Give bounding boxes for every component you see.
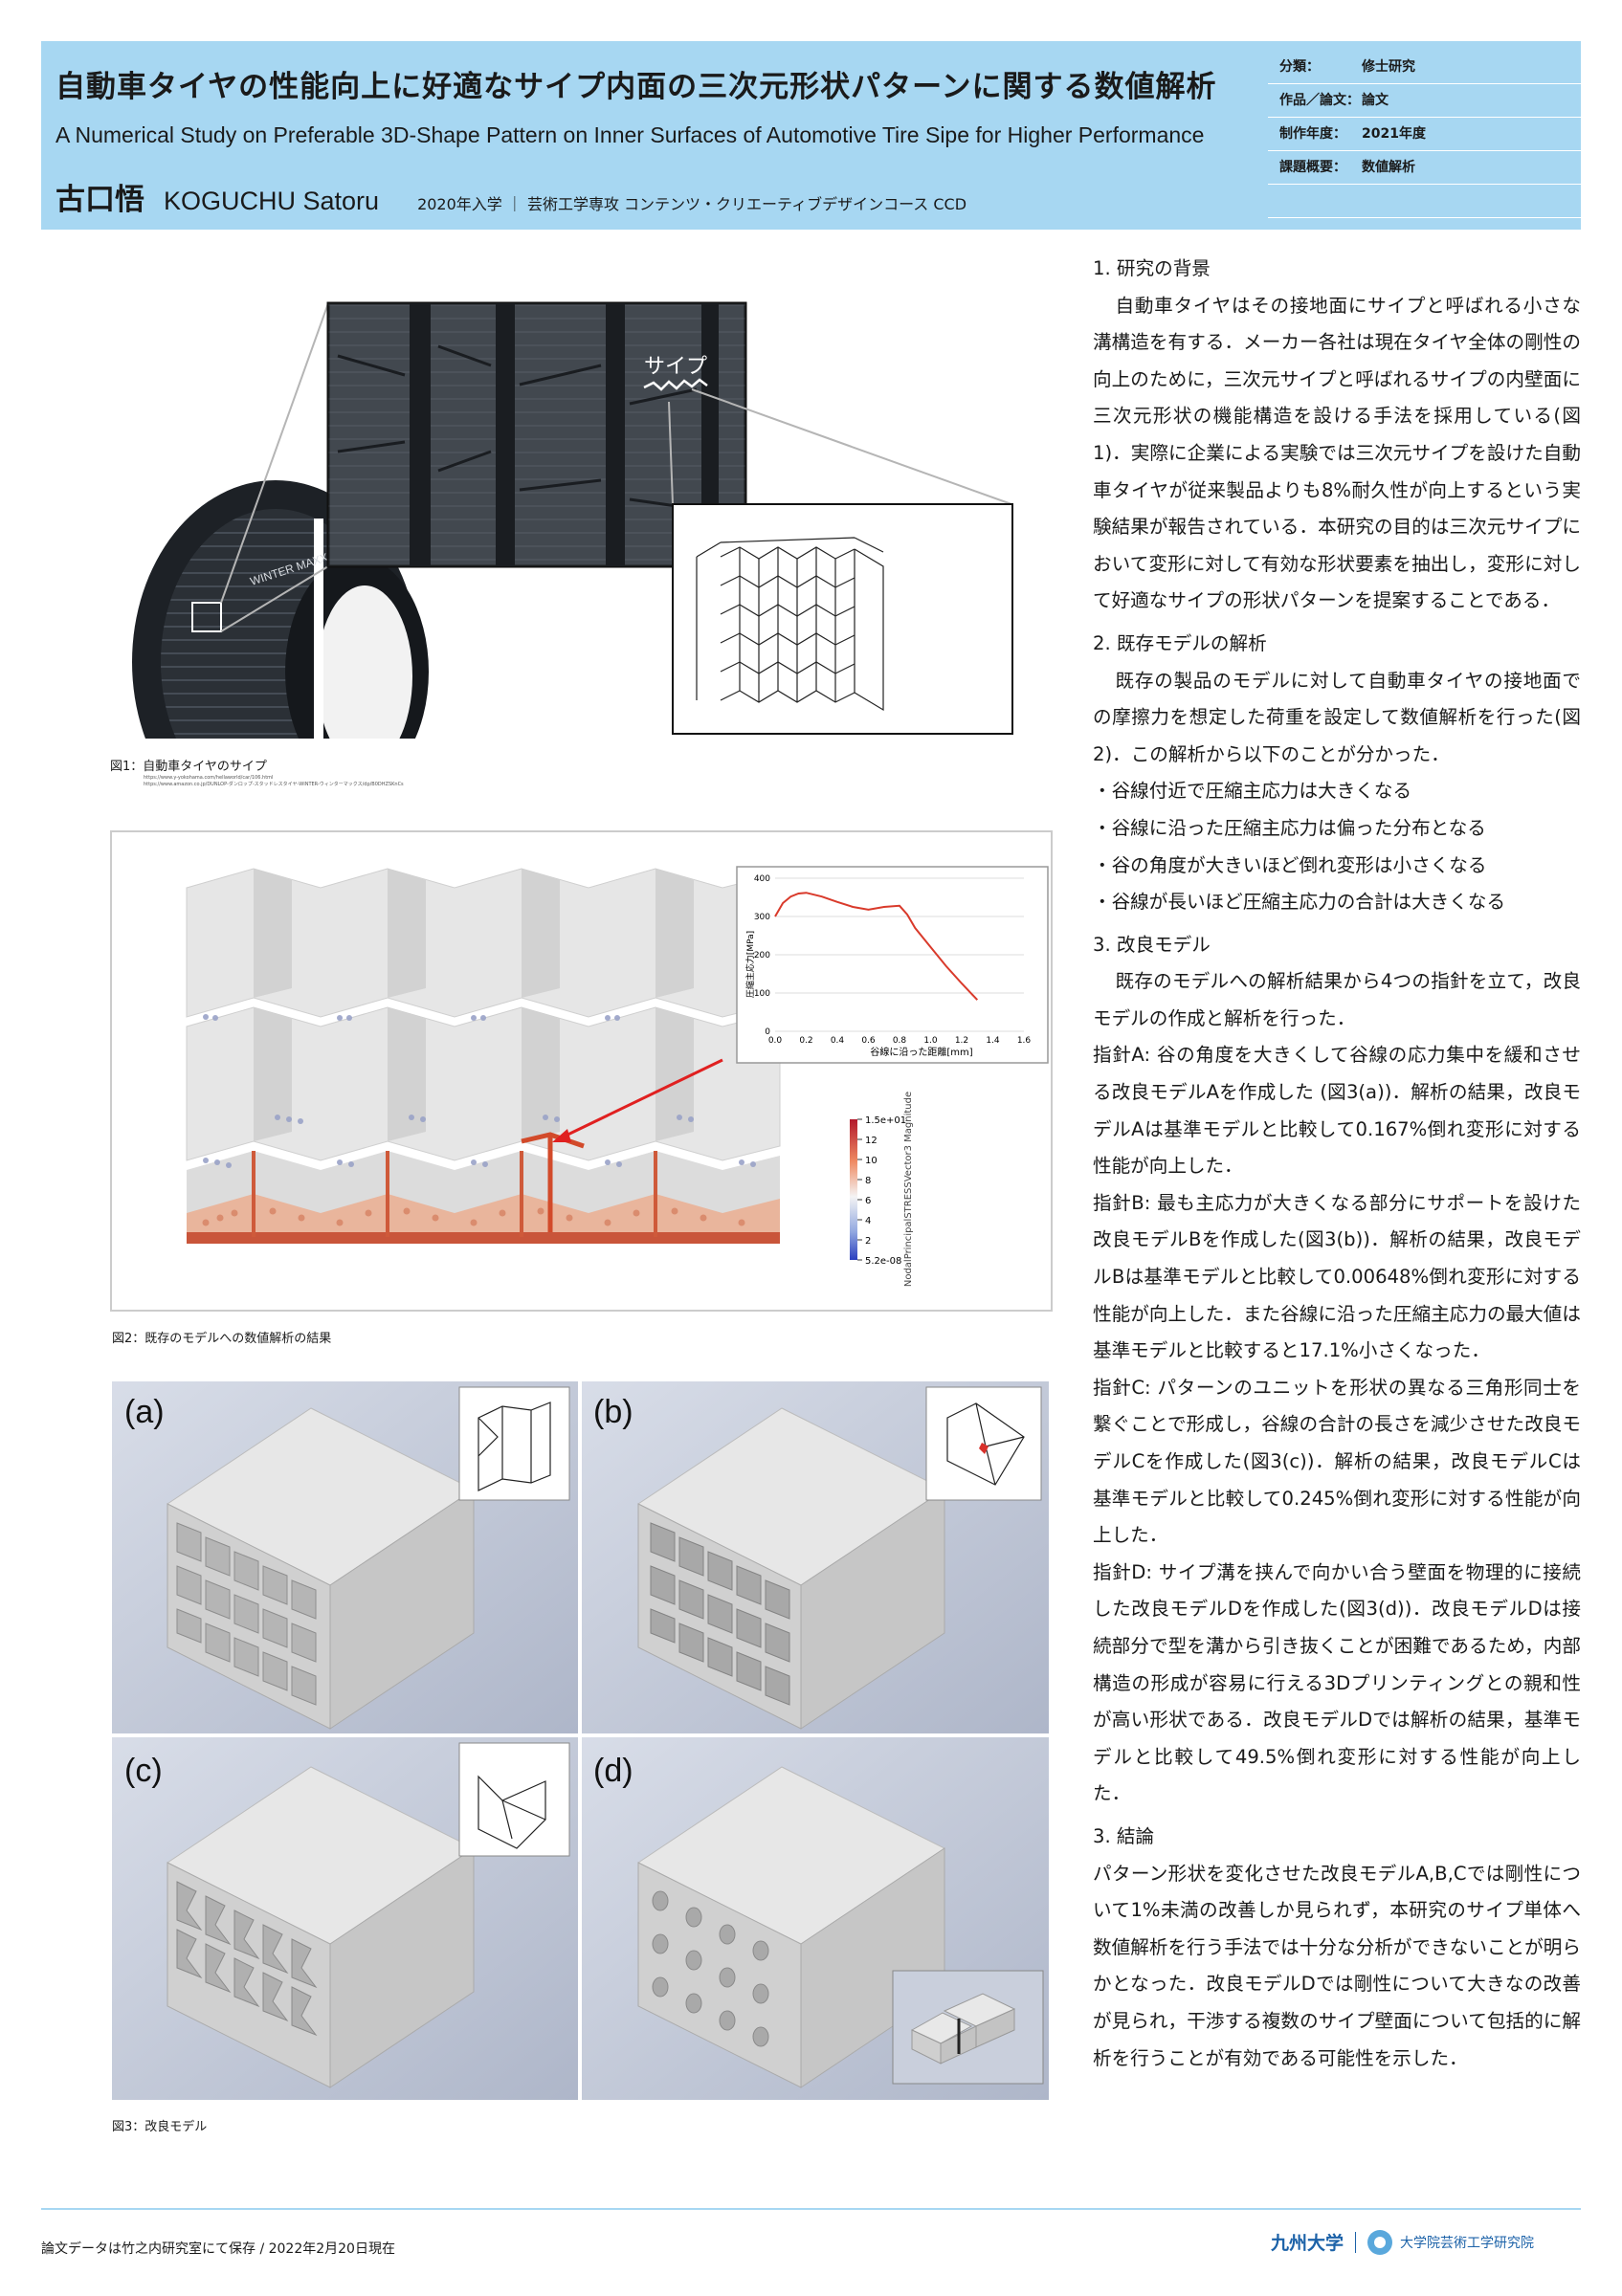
figure1-caption: 図1：自動車タイヤのサイプ [110, 760, 267, 774]
chart-x-tick-label: 1.2 [955, 1036, 968, 1046]
meta-row: 制作年度：2021年度 [1268, 118, 1581, 151]
section-3-heading: 3. 改良モデル [1093, 933, 1211, 956]
panel-a-label: (a) [124, 1394, 165, 1430]
section-3-guideline-b: 指針B: 最も主応力が大きくなる部分にサポートを設けた改良モデルBを作成した(図… [1093, 1191, 1581, 1362]
tire-detail-marker [191, 602, 222, 632]
meta-row: 作品／論文：論文 [1268, 84, 1581, 118]
author-enrollment: 2020年入学 ｜ 芸術工学専攻 コンテンツ・クリエーティブデザインコース CC… [417, 195, 967, 213]
figure2-stress-analysis: 0 100 200 300 400 0.0 0.2 0.4 0.6 0.8 1.0 1.2 1.4 1.… [110, 830, 1053, 1312]
tread-closeup-photo: サイプ [326, 301, 747, 568]
panel-c-label: (c) [124, 1753, 163, 1789]
footer-divider [41, 2208, 1581, 2210]
chart-y-tick-label: 0 [765, 1027, 770, 1037]
sipe-wave-marker [643, 378, 708, 391]
title-english: A Numerical Study on Preferable 3D-Shape… [56, 122, 1205, 147]
chart-x-tick-label: 0.0 [768, 1036, 783, 1046]
author-name-english: KOGUCHU Satoru [164, 187, 380, 215]
colorbar-tick-label: 10 [865, 1156, 878, 1166]
chevron-sipe-model [186, 868, 781, 1244]
chart-y-axis-label: 圧縮主応力[MPa] [744, 931, 756, 998]
meta-row: 課題概要：数値解析 [1268, 151, 1581, 185]
figure2-caption: 図2：既存のモデルへの数値解析の結果 [112, 1332, 332, 1346]
colorbar-tick-label: 1.5e+01 [865, 1115, 906, 1126]
figure3-improved-models: (a) (b) (c) [110, 1380, 1051, 2102]
colorbar-tick-label: 4 [865, 1216, 871, 1226]
section-2-bullet: ・谷線が長いほど圧縮主応力の合計は大きくなる [1093, 891, 1506, 914]
chart-x-axis-label: 谷線に沿った距離[mm] [870, 1046, 972, 1058]
meta-row-empty [1268, 185, 1581, 218]
footer-archive-note: 論文データは竹之内研究室にて保存 / 2022年2月20日現在 [41, 2241, 395, 2257]
colorbar-title: NodalPrincipalSTRESSVector3 Magnitude [903, 1092, 914, 1287]
figure1-references: https://www.y-yokohama.com/hellaworld/ca… [144, 775, 404, 787]
footer-institution: 九州大学 大学院芸術工学研究院 [1271, 2229, 1534, 2255]
section-4-heading: 3. 結論 [1093, 1824, 1155, 1847]
chart-x-tick-label: 0.8 [893, 1036, 907, 1046]
figure3-panel-b: (b) [580, 1380, 1051, 1735]
footer-separator [1355, 2231, 1357, 2253]
university-name: 九州大学 [1271, 2233, 1344, 2254]
figure3-panel-a: (a) [110, 1380, 580, 1735]
section-2-heading: 2. 既存モデルの解析 [1093, 631, 1267, 654]
section-3-guideline-c: 指針C: パターンのユニットを形状の異なる三角形同士を繋ぐことで形成し，谷線の合… [1093, 1376, 1581, 1547]
chart-x-tick-label: 0.6 [861, 1036, 876, 1046]
header-banner: 自動車タイヤの性能向上に好適なサイプ内面の三次元形状パターンに関する数値解析 A… [41, 41, 1581, 230]
meta-row: 分類：修士研究 [1268, 51, 1581, 84]
author-name-japanese: 古口悟 [56, 183, 144, 217]
section-3-guideline-a: 指針A: 谷の角度を大きくして谷線の応力集中を緩和させる改良モデルAを作成した … [1093, 1044, 1581, 1178]
faculty-logo-icon [1367, 2229, 1393, 2255]
figure3-panel-d: (d) [580, 1735, 1051, 2102]
chart-x-tick-label: 1.4 [986, 1036, 1000, 1046]
chart-series-line [774, 892, 979, 1001]
meta-info-box: 分類：修士研究 作品／論文：論文 制作年度：2021年度 課題概要：数値解析 [1268, 51, 1581, 218]
sipe-callout-label: サイプ [644, 355, 707, 379]
chart-y-tick-label: 300 [754, 913, 770, 922]
faculty-name: 大学院芸術工学研究院 [1400, 2235, 1535, 2251]
chart-y-tick-label: 100 [754, 989, 770, 999]
sipe-schematic [672, 503, 1013, 735]
stress-colorbar [850, 1119, 857, 1260]
stress-arrow [559, 1058, 723, 1140]
chart-x-tick-label: 0.2 [799, 1036, 812, 1046]
section-1-heading: 1. 研究の背景 [1093, 257, 1211, 279]
colorbar-tick-label: 12 [865, 1136, 878, 1146]
panel-b-label: (b) [593, 1394, 633, 1430]
section-4-paragraph: パターン形状を変化させた改良モデルA,B,Cでは剛性について1%未満の改善しか見… [1093, 1862, 1581, 2069]
section-2-bullet: ・谷の角度が大きいほど倒れ変形は小さくなる [1093, 853, 1487, 876]
colorbar-tick-label: 2 [865, 1236, 871, 1247]
section-2-bullet: ・谷線付近で圧縮主応力は大きくなる [1093, 780, 1412, 803]
chart-y-tick-label: 200 [754, 951, 770, 960]
chart-x-tick-label: 0.4 [831, 1036, 845, 1046]
body-text-column: 1. 研究の背景 自動車タイヤはその接地面にサイプと呼ばれる小さな溝構造を有する… [1093, 251, 1581, 2077]
section-2-paragraph: 既存の製品のモデルに対して自動車タイヤの接地面での摩擦力を想定した荷重を設定して… [1093, 669, 1581, 765]
author-line: 古口悟 KOGUCHU Satoru 2020年入学 ｜ 芸術工学専攻 コンテン… [56, 175, 967, 218]
title-japanese: 自動車タイヤの性能向上に好適なサイプ内面の三次元形状パターンに関する数値解析 [56, 70, 1217, 104]
figure1-tire-sipe: WINTER MAXX サイプ [108, 301, 1013, 739]
section-3-guideline-d: 指針D: サイプ溝を挟んで向かい合う壁面を物理的に接続した改良モデルDを作成した… [1093, 1560, 1581, 1805]
colorbar-tick-label: 6 [865, 1196, 871, 1206]
section-1-paragraph: 自動車タイヤはその接地面にサイプと呼ばれる小さな溝構造を有する．メーカー各社は現… [1093, 294, 1581, 612]
figure3-panel-c: (c) [110, 1735, 580, 2102]
section-2-bullet: ・谷線に沿った圧縮主応力は偏った分布となる [1093, 816, 1486, 839]
chart-x-tick-label: 1.0 [923, 1036, 938, 1046]
chart-x-tick-label: 1.6 [1017, 1036, 1032, 1046]
figure3-caption: 図3：改良モデル [112, 2120, 208, 2134]
colorbar-tick-label: 5.2e-08 [865, 1256, 901, 1267]
stress-distance-chart: 0 100 200 300 400 0.0 0.2 0.4 0.6 0.8 1.0 1.2 1.4 1.… [736, 866, 1049, 1064]
chart-y-tick-label: 400 [754, 874, 770, 884]
colorbar-tick-label: 8 [865, 1176, 871, 1186]
panel-d-label: (d) [593, 1753, 633, 1789]
section-3-intro: 既存のモデルへの解析結果から4つの指針を立て，改良モデルの作成と解析を行った． [1093, 970, 1581, 1029]
